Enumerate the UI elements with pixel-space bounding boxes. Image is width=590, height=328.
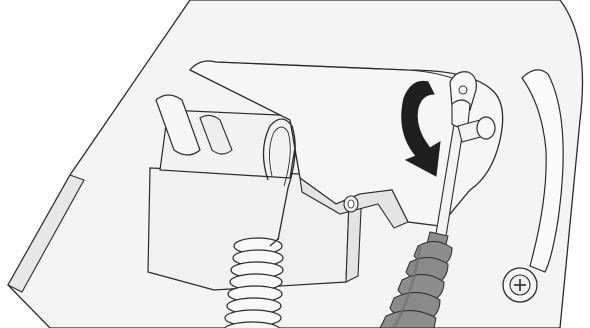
cable-pin-head [477, 117, 495, 139]
pivot-hole [459, 86, 467, 94]
bracket-rivet-hole [348, 200, 354, 208]
